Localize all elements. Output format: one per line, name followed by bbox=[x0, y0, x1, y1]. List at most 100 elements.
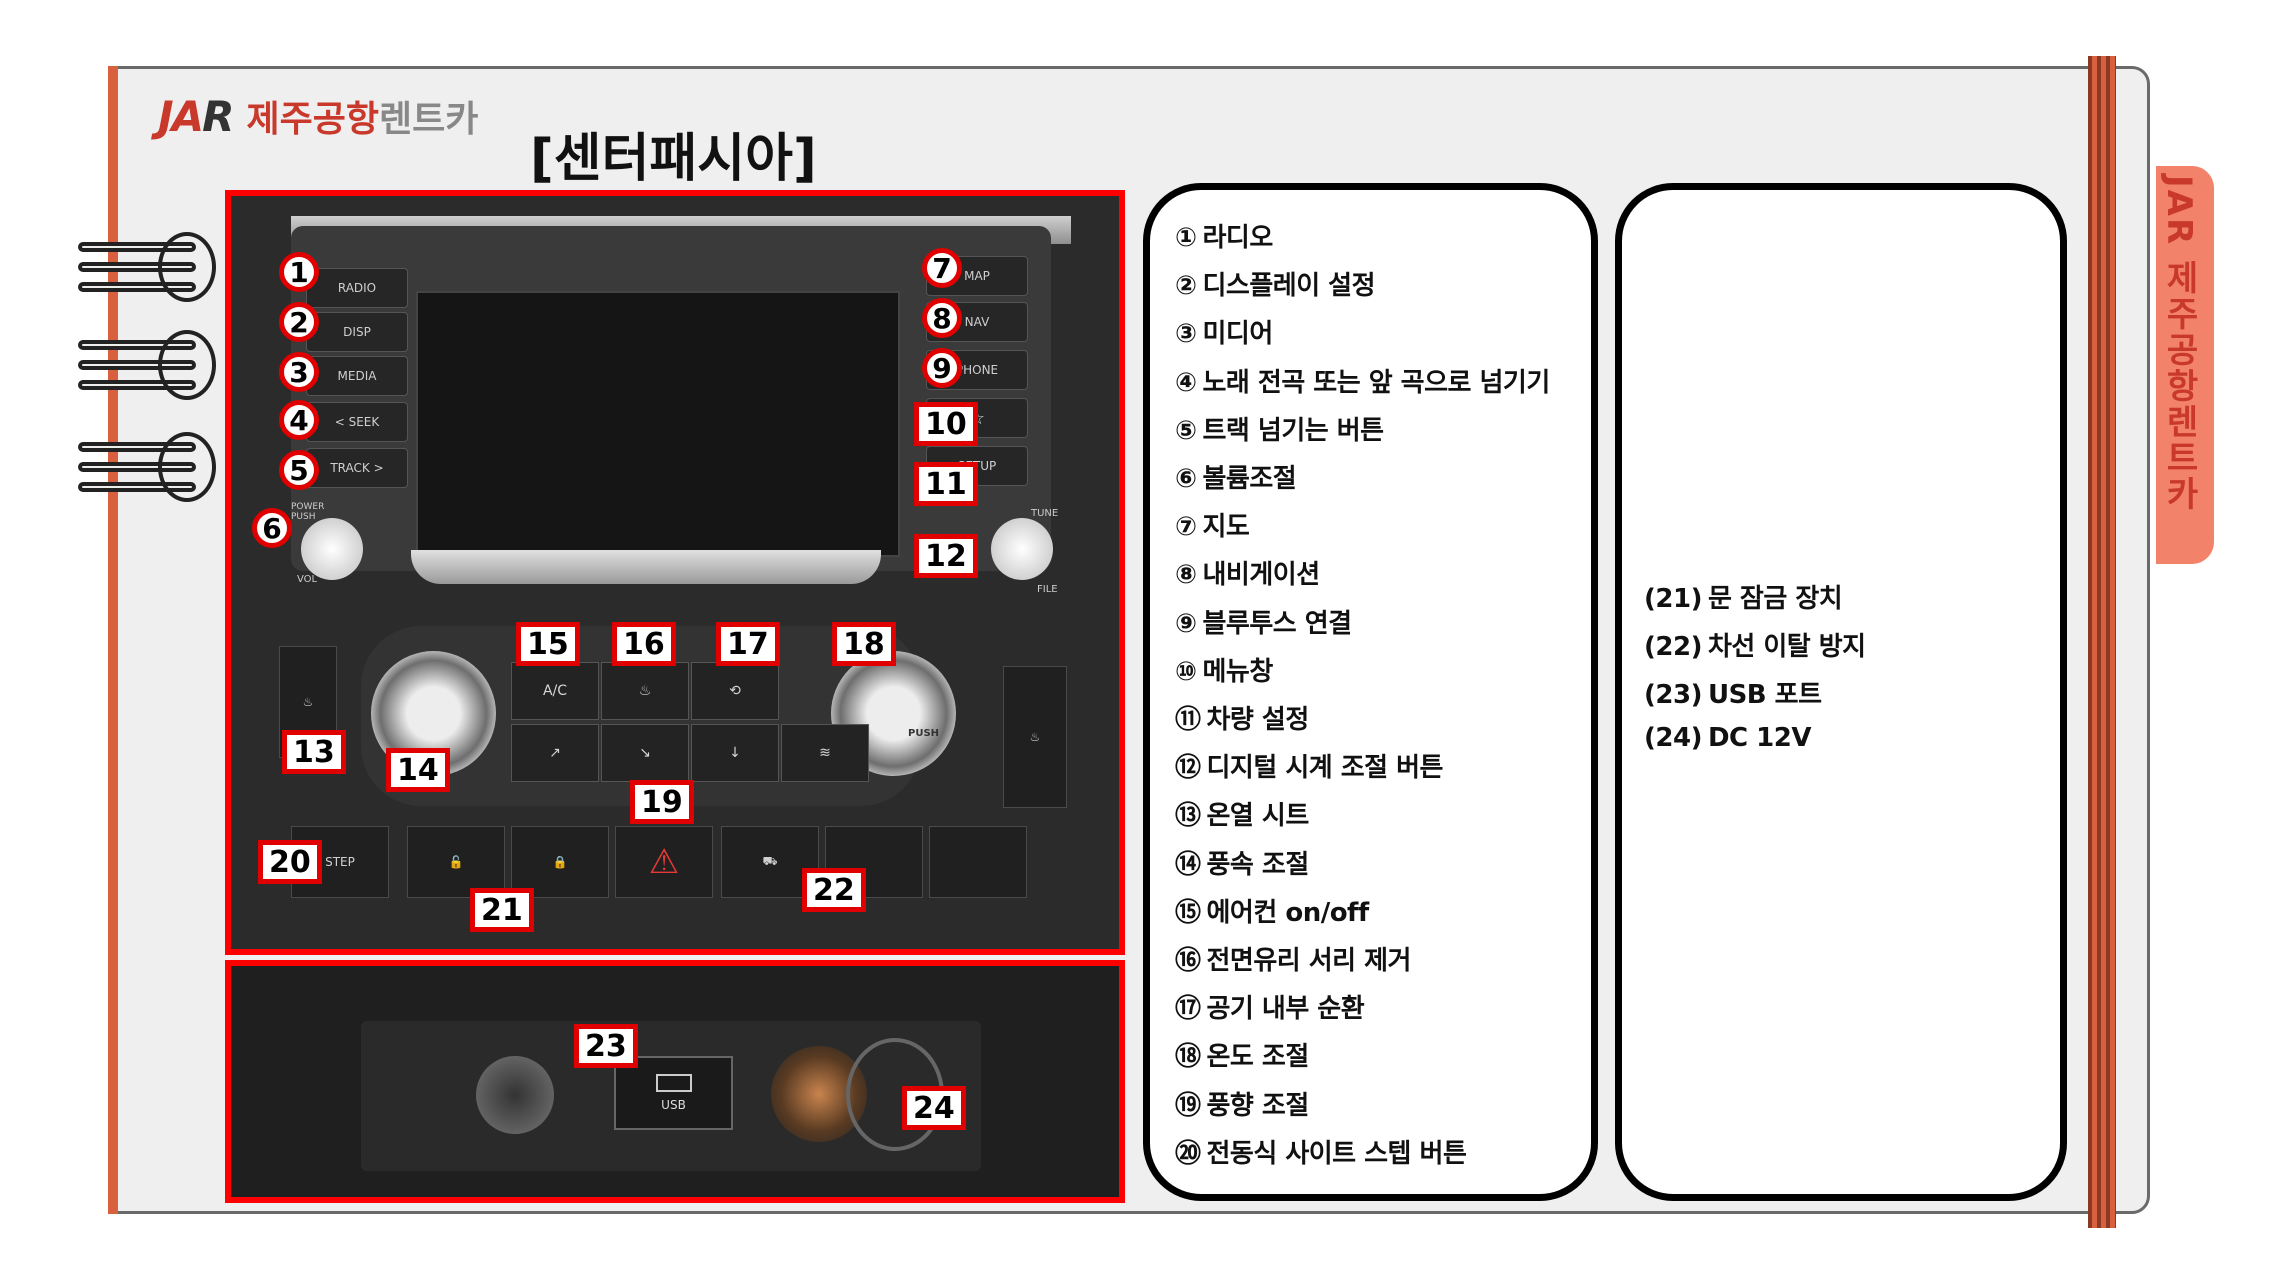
callout-badge-6: 6 bbox=[252, 508, 292, 548]
infotainment-screen bbox=[416, 291, 900, 557]
usb-port-label: USB bbox=[661, 1098, 686, 1112]
tune-knob bbox=[991, 518, 1053, 580]
legend-item: (23)USB 포트 bbox=[1644, 674, 1822, 711]
legend-item-label: DC 12V bbox=[1707, 722, 1812, 753]
callout-badge-20: 20 bbox=[258, 840, 322, 884]
legend-panel-right bbox=[1615, 183, 2067, 1201]
legend-item-label: 차량 설정 bbox=[1206, 705, 1310, 735]
legend-item-label: 볼륨조절 bbox=[1202, 464, 1297, 494]
legend-item-number: ⑲ bbox=[1175, 1090, 1201, 1121]
callout-badge-10: 10 bbox=[914, 402, 978, 446]
seat-heater-icon: ♨ bbox=[302, 695, 314, 709]
lock-icon: 🔒 bbox=[552, 855, 568, 869]
vent-defrost-icon: ≋ bbox=[819, 745, 831, 761]
hazard-switch: ⚠ bbox=[615, 826, 713, 898]
callout-badge-17: 17 bbox=[716, 622, 780, 666]
vent-mode-face-button: ↗ bbox=[511, 724, 599, 782]
legend-item-label: 온열 시트 bbox=[1206, 801, 1310, 832]
vent-mode-bilevel-button: ↘ bbox=[601, 724, 689, 782]
legend-item-label: USB 포트 bbox=[1707, 680, 1822, 711]
legend-item-number: (23) bbox=[1644, 680, 1702, 711]
callout-badge-16: 16 bbox=[612, 622, 676, 666]
legend-item-number: ⑰ bbox=[1175, 994, 1201, 1025]
volume-knob bbox=[301, 518, 363, 580]
legend-item-number: ⑦ bbox=[1175, 512, 1197, 543]
disp-button: DISP bbox=[306, 312, 408, 352]
callout-badge-14: 14 bbox=[386, 748, 450, 792]
brand-logo: JAR 제주공항렌트카 bbox=[158, 90, 478, 142]
recirculation-button: ⟲ bbox=[691, 662, 779, 720]
hazard-icon: ⚠ bbox=[648, 842, 680, 882]
callout-badge-23: 23 bbox=[574, 1024, 638, 1068]
side-tab bbox=[2156, 166, 2214, 564]
callout-badge-9: 9 bbox=[922, 348, 962, 388]
seat-heater-right-switch: ♨ bbox=[1003, 666, 1067, 808]
file-label: FILE bbox=[1037, 584, 1058, 595]
callout-badge-8: 8 bbox=[922, 298, 962, 338]
page-title: [센터패시아] bbox=[530, 129, 817, 189]
legend-item-number: ⑯ bbox=[1175, 946, 1201, 976]
callout-badge-2: 2 bbox=[279, 302, 319, 342]
center-fascia-photo: RADIO DISP MEDIA < SEEK TRACK > POWER PU… bbox=[225, 190, 1125, 955]
legend-item-label: 메뉴창 bbox=[1202, 656, 1274, 687]
legend-item-label: 라디오 bbox=[1202, 223, 1274, 253]
legend-item-label: 전동식 사이트 스텝 버튼 bbox=[1206, 1138, 1467, 1169]
vent-face-icon: ↗ bbox=[549, 745, 561, 761]
legend-item-number: ⑧ bbox=[1175, 560, 1197, 591]
legend-item-number: (24) bbox=[1644, 722, 1702, 753]
unlock-icon: 🔓 bbox=[448, 855, 464, 869]
side-tab-label: 제주공항렌트카 bbox=[2159, 260, 2199, 512]
legend-item-label: 문 잠금 장치 bbox=[1707, 584, 1843, 614]
page-binding-edge bbox=[2088, 56, 2116, 1228]
recirculation-icon: ⟲ bbox=[729, 683, 741, 699]
legend-item-number: (21) bbox=[1644, 584, 1702, 614]
blank-plug bbox=[476, 1056, 554, 1134]
legend-item-label: 차선 이탈 방지 bbox=[1707, 632, 1866, 663]
callout-badge-7: 7 bbox=[922, 248, 962, 288]
callout-badge-19: 19 bbox=[630, 780, 694, 824]
binder-ring-1 bbox=[78, 232, 216, 302]
radio-button: RADIO bbox=[306, 268, 408, 308]
legend-item-label: 내비게이션 bbox=[1202, 560, 1321, 591]
legend-item-number: ④ bbox=[1175, 367, 1197, 398]
legend-item-label: 공기 내부 순환 bbox=[1206, 994, 1365, 1025]
screen-lower-trim bbox=[411, 550, 881, 584]
vent-mode-defrost-button: ≋ bbox=[781, 724, 869, 782]
callout-badge-15: 15 bbox=[516, 622, 580, 666]
legend-item-number: ③ bbox=[1175, 319, 1197, 350]
push-label: PUSH bbox=[908, 728, 940, 739]
vent-bilevel-icon: ↘ bbox=[639, 745, 651, 761]
door-unlock-switch: 🔓 bbox=[407, 826, 505, 898]
blank-switch-2 bbox=[929, 826, 1027, 898]
callout-badge-11: 11 bbox=[914, 462, 978, 506]
legend-item-number: ⑳ bbox=[1175, 1138, 1201, 1169]
legend-item-number: ⑨ bbox=[1175, 608, 1197, 639]
defrost-button: ♨ bbox=[601, 662, 689, 720]
legend-item-number: ⑥ bbox=[1175, 464, 1197, 494]
side-tab-mark: JAR bbox=[2159, 175, 2199, 247]
page-left-edge bbox=[108, 66, 118, 1214]
legend-item-number: ⑫ bbox=[1175, 753, 1201, 784]
callout-badge-3: 3 bbox=[279, 352, 319, 392]
legend-item-label: 블루투스 연결 bbox=[1202, 608, 1353, 639]
legend-item-number: ⑬ bbox=[1175, 801, 1201, 832]
legend-item-label: 디스플레이 설정 bbox=[1202, 271, 1376, 302]
binder-ring-3 bbox=[78, 432, 216, 502]
callout-badge-18: 18 bbox=[832, 622, 896, 666]
legend-item-label: 미디어 bbox=[1202, 319, 1274, 350]
callout-badge-1: 1 bbox=[279, 252, 319, 292]
